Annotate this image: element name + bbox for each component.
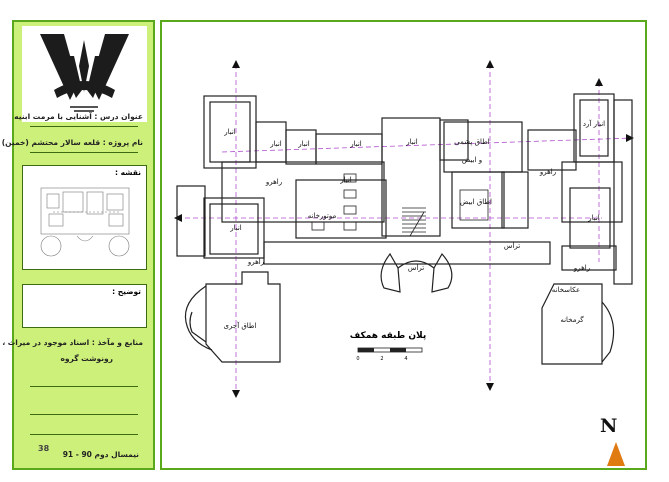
room-teras: تراس (408, 264, 424, 272)
key-plan-label: نقشه : (114, 168, 141, 177)
room-motorkhaneh: موتورخانه (308, 212, 337, 220)
room-anbar: انبار (587, 214, 600, 222)
building-walls (176, 93, 633, 365)
key-plan-box: نقشه : (22, 165, 147, 270)
university-emblem-icon (40, 34, 129, 112)
sources-line-2: رونوشت گروه (60, 354, 113, 363)
room-rahro: راهرو (247, 258, 264, 266)
divider (30, 434, 138, 435)
room-otagh-ajori: اطاق آجری (224, 321, 257, 330)
divider (30, 152, 138, 153)
description-box: توضیح : (22, 284, 147, 328)
ground-floor-plan: انبار انبار انبار انبار انبار انبار انبا… (174, 60, 634, 398)
course-title: عنوان درس : آشنایی با مرمت ابنیه (14, 112, 143, 121)
room-anbar: انبار (339, 176, 352, 184)
description-label: توضیح : (112, 287, 141, 296)
plan-caption: پلان طبقه همکف (350, 331, 426, 341)
staircase (402, 207, 426, 237)
room-rahro: راهرو (573, 264, 590, 272)
room-anbar-arad: انبار آرد (583, 119, 605, 128)
semester: نیمسال دوم 90 - 91 (62, 450, 139, 459)
scale-bar: 0 2 4 (356, 347, 423, 362)
room-anbar: انبار (229, 224, 242, 232)
room-otagh-pashmi: اطاق پشمی (454, 138, 489, 146)
room-anbar: انبار (269, 140, 282, 148)
room-akaskhaneh: عکاسخانه (552, 286, 580, 294)
room-rahro: راهرو (265, 178, 282, 186)
scale-tick: 2 (380, 356, 383, 362)
columns (311, 173, 489, 231)
university-logo (22, 26, 147, 122)
divider (30, 126, 138, 127)
room-labels: انبار انبار انبار انبار انبار انبار انبا… (223, 119, 605, 330)
section-markers (174, 60, 634, 398)
room-rahro: راهرو (539, 168, 556, 176)
room-teras: تراس (504, 242, 520, 250)
axis-lines (177, 64, 633, 394)
info-panel: عنوان درس : آشنایی با مرمت ابنیه نام پرو… (2, 20, 155, 470)
key-plan-thumbnail (40, 187, 130, 257)
divider (30, 386, 138, 387)
north-letter: N (600, 415, 618, 437)
room-otagh-abyaz: اطاق ابیض (460, 198, 492, 206)
divider (30, 414, 138, 415)
sources-line: منابع و مآخذ : اسناد موجود در میراث ، (2, 338, 143, 347)
scale-tick: 4 (404, 356, 407, 362)
scale-tick: 0 (356, 356, 359, 362)
room-anbar: انبار (297, 140, 310, 148)
north-arrow-icon (607, 442, 625, 466)
room-anbar: انبار (223, 128, 236, 136)
room-va-abyaz: و ابیض (462, 156, 482, 164)
room-anbar: انبار (349, 140, 362, 148)
drawing-panel: انبار انبار انبار انبار انبار انبار انبا… (160, 20, 647, 470)
page-number: 38 (38, 444, 50, 453)
room-anbar: انبار (405, 138, 418, 146)
project-name: نام پروژه : قلعه سالار محتشم (خمین) (1, 138, 143, 147)
room-garmkhaneh: گرمخانه (560, 315, 584, 324)
